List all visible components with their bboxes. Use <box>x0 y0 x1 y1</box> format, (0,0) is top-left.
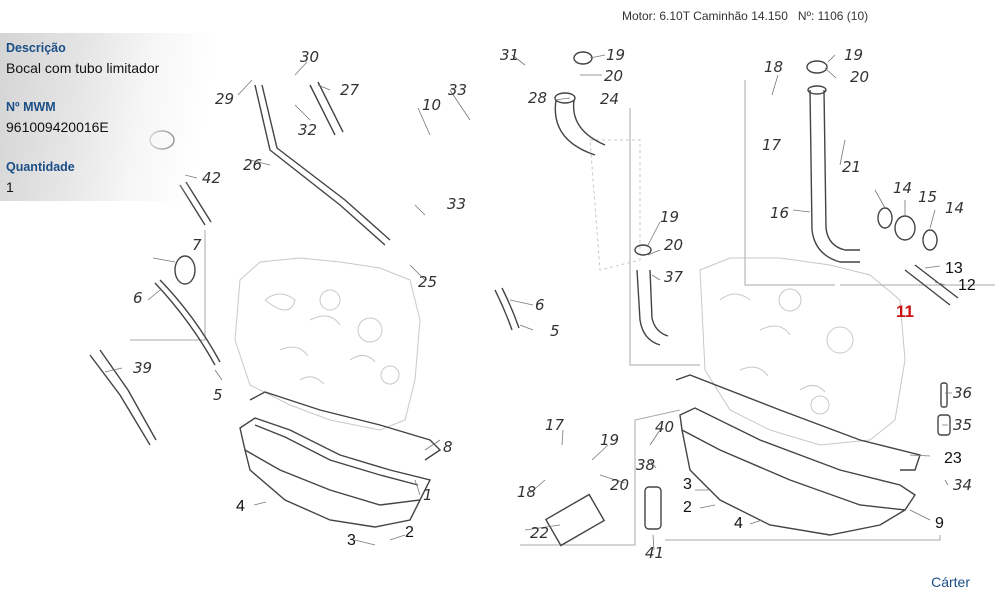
detail-frame-center <box>629 108 700 366</box>
leader-lines <box>104 54 952 551</box>
elbow-24 <box>554 99 606 156</box>
callout-33-mid[interactable]: 33 <box>447 195 466 213</box>
callout-35[interactable]: 35 <box>953 416 972 434</box>
cap-19-right <box>806 60 828 74</box>
oil-pan-right <box>675 374 921 536</box>
description-value: Bocal com tubo limitador <box>6 60 160 76</box>
callout-26[interactable]: 26 <box>243 156 262 174</box>
engine-header: Motor: 6.10T Caminhão 14.150 Nº: 1106 (1… <box>622 9 868 23</box>
detail-frame-left <box>130 230 206 341</box>
sensor-12 <box>904 264 959 306</box>
quantity-value: 1 <box>6 179 14 195</box>
dipstick-tube-26 <box>254 84 391 246</box>
callout-24[interactable]: 24 <box>600 90 619 108</box>
engine-block-left <box>234 257 421 431</box>
mwm-number-value: 961009420016E <box>6 119 109 135</box>
motor-value: 6.10T Caminhão 14.150 <box>659 9 788 23</box>
callout-10[interactable]: 10 <box>422 96 441 114</box>
description-label: Descrição <box>6 41 66 55</box>
callout-27[interactable]: 27 <box>340 81 360 99</box>
callout-1[interactable]: 1 <box>423 486 433 504</box>
callout-32[interactable]: 32 <box>298 121 317 139</box>
callout-17-bottom[interactable]: 17 <box>545 416 565 434</box>
callout-2-right[interactable]: 2 <box>683 499 692 516</box>
callout-40[interactable]: 40 <box>655 418 674 436</box>
callout-21[interactable]: 21 <box>842 158 861 176</box>
callout-20-bottom[interactable]: 20 <box>610 476 629 494</box>
callout-3-right[interactable]: 3 <box>683 476 692 493</box>
callout-20-top[interactable]: 20 <box>604 67 623 85</box>
callout-5-center[interactable]: 5 <box>550 322 560 340</box>
hose-clamps-14-15 <box>877 207 938 251</box>
housing-22 <box>544 493 606 547</box>
filler-neck-ring <box>807 85 827 95</box>
callout-31[interactable]: 31 <box>500 46 519 64</box>
part-35 <box>937 414 951 436</box>
tube-27 <box>309 81 344 136</box>
callout-19-bottom[interactable]: 19 <box>600 431 619 449</box>
callout-13[interactable]: 13 <box>945 260 963 277</box>
callout-4-left[interactable]: 4 <box>236 498 245 515</box>
callout-36[interactable]: 36 <box>953 384 972 402</box>
callout-12[interactable]: 12 <box>958 277 976 294</box>
callout-6-center[interactable]: 6 <box>535 296 545 314</box>
filter-7 <box>174 255 196 285</box>
callout-39[interactable]: 39 <box>133 359 152 377</box>
callout-19-top[interactable]: 19 <box>606 46 625 64</box>
callout-18-bottom[interactable]: 18 <box>517 483 536 501</box>
callout-41[interactable]: 41 <box>645 544 664 562</box>
callout-15[interactable]: 15 <box>918 188 937 206</box>
callout-38[interactable]: 38 <box>636 456 655 474</box>
number-value: 1106 (10) <box>817 9 869 23</box>
callout-33-top[interactable]: 33 <box>448 81 467 99</box>
tube-37 <box>636 269 669 346</box>
callout-19-right[interactable]: 19 <box>844 46 863 64</box>
callout-16[interactable]: 16 <box>770 204 789 222</box>
mwm-number-label: Nº MWM <box>6 100 56 114</box>
callout-28[interactable]: 28 <box>528 89 547 107</box>
callout-25[interactable]: 25 <box>418 273 437 291</box>
detail-frame-bottom <box>520 409 941 546</box>
callout-18-right[interactable]: 18 <box>764 58 783 76</box>
callout-11-highlighted[interactable]: 11 <box>896 302 914 321</box>
callout-3-left[interactable]: 3 <box>347 532 356 549</box>
callout-23[interactable]: 23 <box>944 450 962 467</box>
callout-labels: 30 29 27 32 26 42 31 33 10 28 19 20 24 3… <box>133 46 976 562</box>
tube-6-left <box>154 279 221 366</box>
callout-34[interactable]: 34 <box>953 476 972 494</box>
callout-22[interactable]: 22 <box>530 524 549 542</box>
callout-7[interactable]: 7 <box>192 236 202 254</box>
callout-2-left[interactable]: 2 <box>405 524 414 541</box>
callout-14-b[interactable]: 14 <box>945 199 964 217</box>
cap-19-top <box>573 51 593 65</box>
callout-17-right[interactable]: 17 <box>762 136 782 154</box>
callout-9[interactable]: 9 <box>935 515 944 532</box>
callout-5-left[interactable]: 5 <box>213 386 223 404</box>
engine-block-right <box>589 139 906 446</box>
callout-20-right[interactable]: 20 <box>850 68 869 86</box>
part-36 <box>940 382 948 408</box>
carter-section-link[interactable]: Cárter <box>931 574 970 590</box>
callout-19-mid[interactable]: 19 <box>660 208 679 226</box>
callout-37[interactable]: 37 <box>664 268 684 286</box>
part-41 <box>644 486 662 530</box>
filler-tube-16 <box>809 89 860 263</box>
callout-8[interactable]: 8 <box>443 438 453 456</box>
part-info-panel: Descrição Bocal com tubo limitador Nº MW… <box>0 33 230 201</box>
callout-30[interactable]: 30 <box>300 48 319 66</box>
tube-6-center <box>494 287 520 331</box>
callout-6-left[interactable]: 6 <box>133 289 143 307</box>
motor-label: Motor: <box>622 9 657 23</box>
quantity-label: Quantidade <box>6 160 75 174</box>
callout-20-mid[interactable]: 20 <box>664 236 683 254</box>
part-39 <box>89 349 157 446</box>
detail-frame-right <box>744 80 995 286</box>
callout-14-a[interactable]: 14 <box>893 179 912 197</box>
number-label: Nº: <box>797 9 815 23</box>
callout-4-right[interactable]: 4 <box>734 515 743 532</box>
oil-pan-left <box>239 391 442 528</box>
